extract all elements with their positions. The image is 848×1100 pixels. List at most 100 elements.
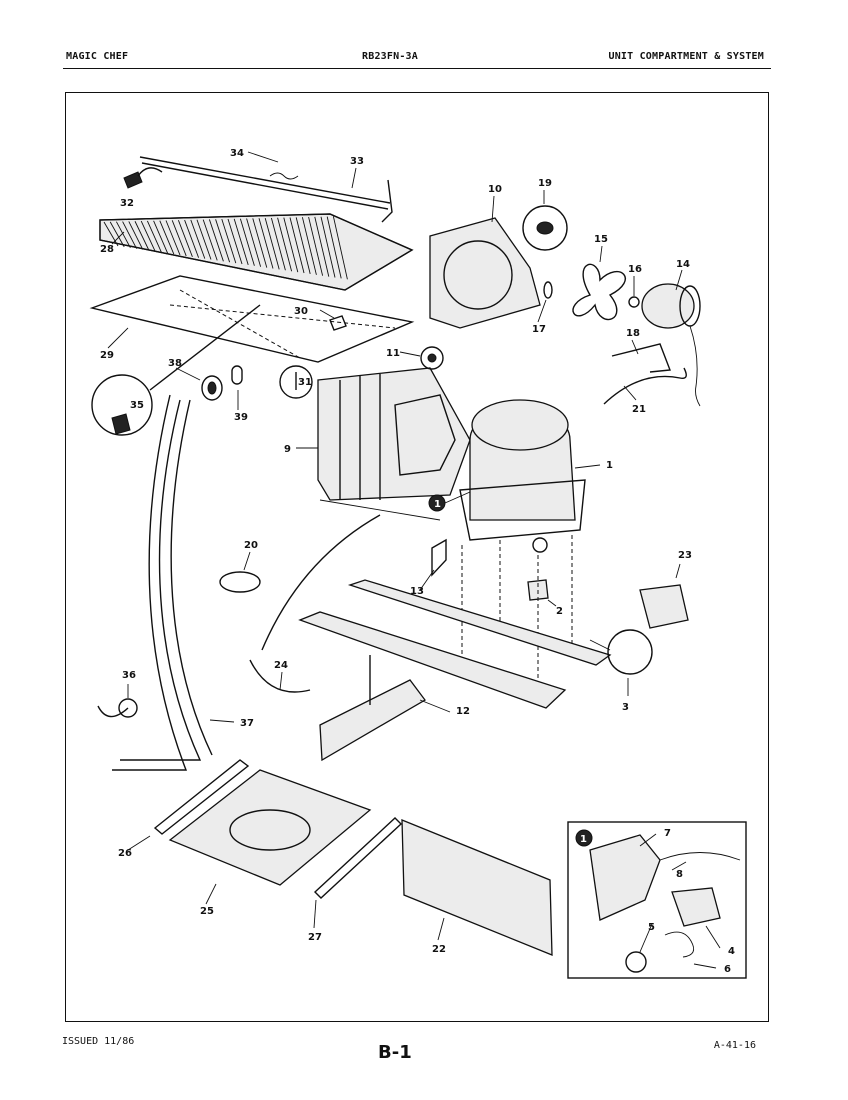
- condenser-fin: [258, 218, 274, 269]
- callout-24: 24: [274, 660, 288, 671]
- callout-35: 35: [130, 400, 144, 411]
- callout-28: 28: [100, 244, 114, 255]
- callout-19: 19: [538, 178, 552, 189]
- condenser-fin: [277, 217, 293, 272]
- condenser-fin: [239, 218, 255, 266]
- part-29-panel: [89, 275, 415, 363]
- part-24-cord: [249, 514, 381, 693]
- part-20-clamp: [219, 571, 261, 593]
- callout-labels: 1 2 3 4 5 6 7 8 9 10 11 12 13 14 15 16 1…: [100, 148, 735, 975]
- callout-18: 18: [626, 328, 640, 339]
- callout-39: 39: [234, 412, 248, 423]
- callout-37: 37: [240, 718, 254, 729]
- header-section: UNIT COMPARTMENT & SYSTEM: [608, 51, 764, 62]
- issued-date: ISSUED 11/86: [62, 1036, 135, 1047]
- inset-detail: [567, 821, 747, 979]
- condenser-fin: [320, 216, 336, 278]
- callout-23: 23: [678, 550, 692, 561]
- condenser-fin: [332, 216, 348, 280]
- part-39-grommet: [231, 365, 243, 385]
- part-9-drain-pan: [317, 367, 471, 521]
- part-37-drain-tube: [112, 394, 213, 771]
- condenser-fin: [134, 221, 150, 251]
- callout-2: 2: [556, 606, 563, 617]
- callout-21: 21: [632, 404, 646, 415]
- callout-32: 32: [120, 198, 134, 209]
- condenser-fin: [165, 220, 181, 256]
- mounting-lines: [461, 535, 573, 690]
- callout-20: 20: [244, 540, 258, 551]
- callout-16: 16: [628, 264, 642, 275]
- part-11-grommet: [420, 346, 444, 370]
- diagram-frame: [65, 92, 769, 1022]
- callout-33: 33: [350, 156, 364, 167]
- callout-1: 1: [606, 460, 613, 471]
- callout-10: 10: [488, 184, 502, 195]
- part-30-clip: [329, 315, 347, 331]
- part-3-detail: [589, 629, 653, 675]
- main-marker-label: 1: [434, 499, 441, 510]
- callout-6: 6: [724, 964, 731, 975]
- part-32-connector: [123, 167, 163, 189]
- condenser-fin: [227, 218, 243, 265]
- callout-7: 7: [664, 828, 671, 839]
- callout-4: 4: [728, 946, 735, 957]
- page-number: B-1: [378, 1042, 412, 1063]
- part-27-rail: [313, 817, 403, 899]
- callout-36: 36: [122, 670, 136, 681]
- part-15-fan-blade: [572, 263, 626, 321]
- callout-29: 29: [100, 350, 114, 361]
- callout-12: 12: [456, 706, 470, 717]
- condenser-fin: [314, 216, 330, 277]
- condenser-fin: [264, 217, 280, 270]
- part-33-tube: [139, 156, 393, 223]
- condenser-fin: [270, 217, 286, 271]
- condenser-fin: [122, 221, 137, 249]
- condenser-fin: [159, 220, 175, 255]
- part-19-bearing: [522, 205, 568, 251]
- part-1-compressor: [459, 399, 586, 553]
- callout-9: 9: [284, 444, 291, 455]
- part-22-cover: [401, 819, 553, 956]
- part-12-base: [298, 579, 612, 762]
- condenser-fin: [283, 217, 299, 273]
- part-31-screw: [279, 365, 313, 399]
- marker-leader: [444, 491, 471, 504]
- callout-38: 38: [168, 358, 182, 369]
- condenser-fin: [116, 221, 131, 249]
- condenser-fin: [326, 216, 342, 279]
- part-21-wire-harness: [603, 367, 687, 405]
- callout-5: 5: [648, 922, 655, 933]
- callout-17: 17: [532, 324, 546, 335]
- condenser-fin: [109, 221, 125, 248]
- inset-marker-label: 1: [580, 834, 587, 845]
- part-13-drier: [431, 538, 447, 577]
- condenser-fin: [215, 219, 231, 263]
- part-35-detail: [91, 304, 261, 436]
- callout-11: 11: [386, 348, 400, 359]
- part-38-grommet: [201, 375, 223, 401]
- callout-25: 25: [200, 906, 214, 917]
- callout-14: 14: [676, 259, 690, 270]
- part-17-clip: [543, 281, 553, 299]
- condenser-fin: [128, 221, 144, 250]
- condenser-fin: [146, 220, 162, 253]
- callout-3: 3: [622, 702, 629, 713]
- callout-30: 30: [294, 306, 308, 317]
- condenser-fin: [153, 220, 169, 254]
- callout-34: 34: [230, 148, 244, 159]
- condenser-fin: [252, 218, 268, 268]
- part-25-drain-pan: [168, 769, 372, 886]
- part-23-relay: [639, 584, 689, 629]
- part-36-clip: [97, 698, 138, 718]
- drawing-id: A-41-16: [713, 1040, 756, 1051]
- header-model: RB23FN-3A: [362, 51, 418, 62]
- header-rule: [63, 68, 771, 69]
- condenser-fin: [301, 217, 317, 275]
- condenser-fin: [177, 220, 193, 257]
- callout-26: 26: [118, 848, 132, 859]
- condenser-fin: [140, 220, 156, 252]
- header-brand: MAGIC CHEF: [66, 51, 129, 62]
- callout-15: 15: [594, 234, 608, 245]
